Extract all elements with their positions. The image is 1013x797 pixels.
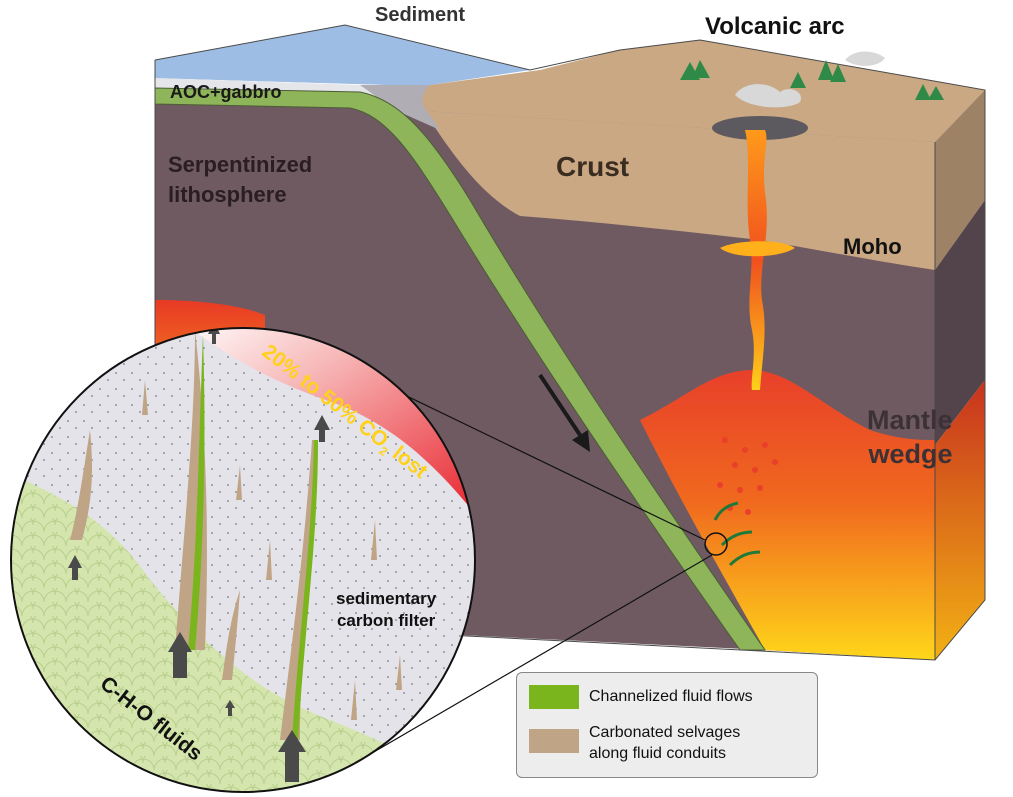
- legend-swatch-fluid-flows: [529, 685, 579, 709]
- fluid-flow-arrows: [713, 501, 761, 567]
- aoc-gabbro-label: AOC+gabbro: [170, 82, 282, 102]
- crust-label: Crust: [556, 151, 630, 182]
- legend-selvages-line2: along fluid conduits: [589, 744, 726, 762]
- volcano-crater: [712, 116, 808, 140]
- legend-label-carbonated-selvages: Carbonated selvages along fluid conduits: [589, 723, 740, 765]
- zoom-line-bottom: [359, 554, 713, 761]
- smoke-plume: [735, 84, 801, 108]
- sedimentary-carbon-filter-label: sedimentary carbon filter: [336, 588, 436, 632]
- filter-line1: sedimentary: [336, 589, 437, 608]
- block-right-side-mantle: [935, 380, 985, 660]
- mantle-line1: Mantle: [867, 405, 953, 435]
- sediment-label: Sediment: [375, 4, 466, 26]
- legend-selvages-line1: Carbonated selvages: [589, 724, 741, 741]
- magma-conduit: [745, 130, 767, 390]
- block-right-side-lithosphere: [935, 200, 985, 445]
- crust-top-surface: [405, 40, 985, 142]
- c-h-o-fluid-zone: [11, 470, 475, 792]
- channelized-fluid-conduits: [70, 330, 402, 740]
- filter-line2: carbon filter: [336, 611, 436, 631]
- mantle-line2: wedge: [868, 438, 953, 469]
- block-right-side-crust: [935, 90, 985, 270]
- serpentinized-line2: lithosphere: [168, 181, 287, 207]
- tree-icons: [680, 60, 944, 100]
- magma-sill: [720, 241, 795, 257]
- legend-swatch-carbonated-selvages: [529, 729, 579, 753]
- mantle-wedge: [640, 370, 935, 660]
- serpentinized-line1: Serpentinized: [168, 152, 313, 177]
- subduction-direction-arrow: [538, 373, 590, 452]
- moho-label: Moho: [843, 234, 902, 259]
- zoom-inset: [11, 328, 475, 792]
- zoom-focus-circle: [704, 532, 728, 556]
- block-outline: [154, 24, 986, 661]
- mantle-wedge-label: Mantle wedge: [867, 404, 953, 472]
- serpentinized-lithosphere-label: Serpentinized lithosphere: [168, 150, 312, 209]
- ocean-water: [155, 25, 530, 85]
- volcanic-arc-label: Volcanic arc: [705, 13, 845, 40]
- legend: Channelized fluid flows Carbonated selva…: [516, 672, 818, 778]
- crust-layer: [405, 110, 935, 270]
- sediment-wedge: [360, 85, 440, 130]
- subducting-slab: [154, 87, 766, 651]
- zoom-inset-border: [10, 327, 476, 793]
- legend-label-fluid-flows: Channelized fluid flows: [589, 688, 753, 705]
- smoke-plume-right: [845, 51, 885, 66]
- upward-flow-arrows: [68, 328, 330, 782]
- melt-droplets: [717, 437, 778, 515]
